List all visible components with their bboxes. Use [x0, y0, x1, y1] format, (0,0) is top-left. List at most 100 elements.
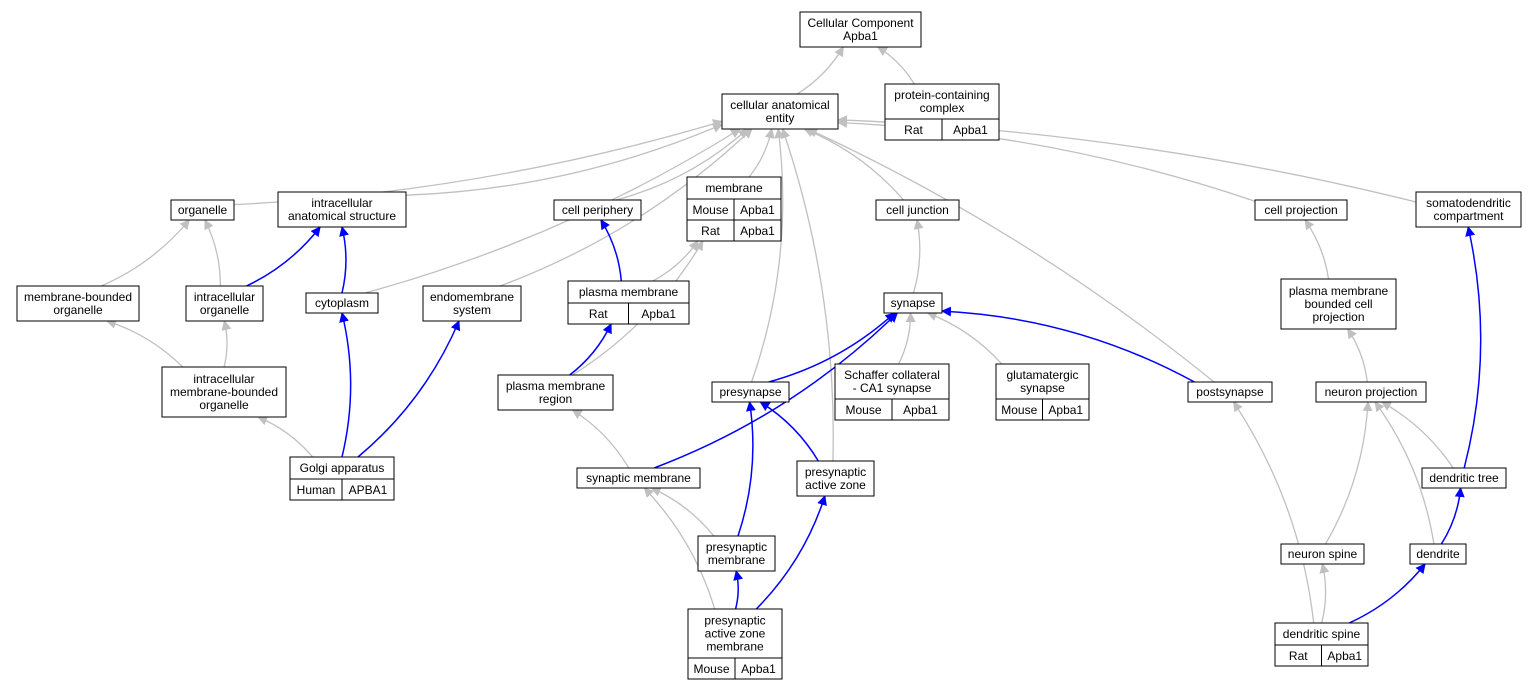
edge-glut-synapse — [926, 311, 1003, 365]
edge-cae-cc — [796, 46, 844, 95]
node-box — [834, 363, 950, 400]
node-cytoplasm[interactable]: cytoplasm — [305, 292, 379, 314]
gene-label: Apba1 — [740, 224, 775, 238]
gene-cell — [1321, 644, 1369, 667]
node-box — [884, 83, 1000, 120]
edge-io-ias — [246, 226, 321, 287]
edge-ias-cae — [405, 123, 723, 196]
node-label: presynaptic — [704, 614, 765, 628]
species-label: Rat — [1289, 649, 1308, 663]
edge-cytoplasm-ias — [339, 226, 349, 294]
node-label: entity — [766, 111, 795, 125]
species-label: Rat — [589, 307, 608, 321]
node-cellproj[interactable]: cell projection — [1254, 199, 1348, 221]
node-presyn[interactable]: presynapse — [711, 381, 790, 403]
node-label: presynapse — [719, 385, 781, 399]
node-box — [277, 191, 407, 228]
node-dendrite[interactable]: dendrite — [1409, 543, 1467, 565]
edge-golgi-cytoplasm — [339, 312, 352, 458]
node-neuproj[interactable]: neuron projection — [1315, 381, 1427, 403]
node-label: endomembrane — [430, 290, 514, 304]
node-box — [1187, 381, 1273, 403]
node-label: plasma membrane — [1289, 284, 1389, 298]
node-label: membrane-bounded — [170, 385, 278, 399]
node-celljunc[interactable]: cell junction — [875, 199, 960, 221]
node-organelle[interactable]: organelle — [170, 199, 235, 221]
edges-layer — [101, 46, 1482, 624]
edge-postsyn-cae — [807, 128, 1215, 383]
gene-cell — [891, 398, 950, 421]
edge-premem-presyn — [737, 401, 756, 537]
gene-label: Apba1 — [1048, 403, 1083, 417]
node-label: cell junction — [886, 203, 949, 217]
species-label: Rat — [904, 123, 923, 137]
edge-dspine-dendrite — [1348, 563, 1426, 624]
node-synmem[interactable]: synaptic membrane — [576, 467, 701, 489]
node-label: neuron spine — [1288, 547, 1358, 561]
node-postsyn[interactable]: postsynapse — [1187, 381, 1273, 403]
species-label: Human — [297, 483, 336, 497]
edge-dendrite-dendtree — [1440, 487, 1465, 545]
edge-neuproj-pmbcp — [1347, 328, 1368, 383]
node-box — [1280, 278, 1397, 330]
gene-label: Apba1 — [641, 307, 676, 321]
node-label: plasma membrane — [506, 379, 606, 393]
node-label: anatomical structure — [288, 209, 396, 223]
edge-pm-cellper — [600, 219, 623, 282]
edge-dspine-postsyn — [1233, 401, 1315, 624]
node-label: organelle — [200, 303, 250, 317]
edge-schaffer-synapse — [898, 312, 916, 365]
node-synapse[interactable]: synapse — [883, 292, 943, 314]
node-box — [796, 460, 875, 497]
edge-pmr-pm — [569, 323, 612, 376]
species-label: Mouse — [845, 403, 881, 417]
node-neuspine[interactable]: neuron spine — [1280, 543, 1365, 565]
node-label: intracellular — [194, 290, 255, 304]
edge-paz-presyn — [759, 401, 819, 462]
edge-pcc-cc — [876, 46, 915, 85]
edge-mbo-organelle — [101, 219, 190, 287]
gene-cell — [341, 478, 395, 501]
node-label: cytoplasm — [315, 296, 369, 310]
node-cellper[interactable]: cell periphery — [553, 199, 642, 221]
edge-postsyn-synapse — [941, 306, 1195, 383]
gene-label: Apba1 — [740, 203, 775, 217]
node-dendtree[interactable]: dendritic tree — [1421, 467, 1507, 489]
node-box — [1421, 467, 1507, 489]
node-box — [1415, 191, 1522, 228]
annotation-row: Rat Apba1 — [567, 302, 690, 325]
node-label: plasma membrane — [579, 285, 679, 299]
edge-golgi-imbo — [257, 415, 314, 458]
edge-golgi-endo — [357, 320, 461, 458]
edge-dendrite-neuproj — [1374, 401, 1435, 545]
node-label: organelle — [53, 303, 103, 317]
node-label: membrane-bounded — [24, 290, 132, 304]
node-label: complex — [920, 101, 965, 115]
node-box — [883, 292, 943, 314]
node-box — [185, 285, 264, 322]
